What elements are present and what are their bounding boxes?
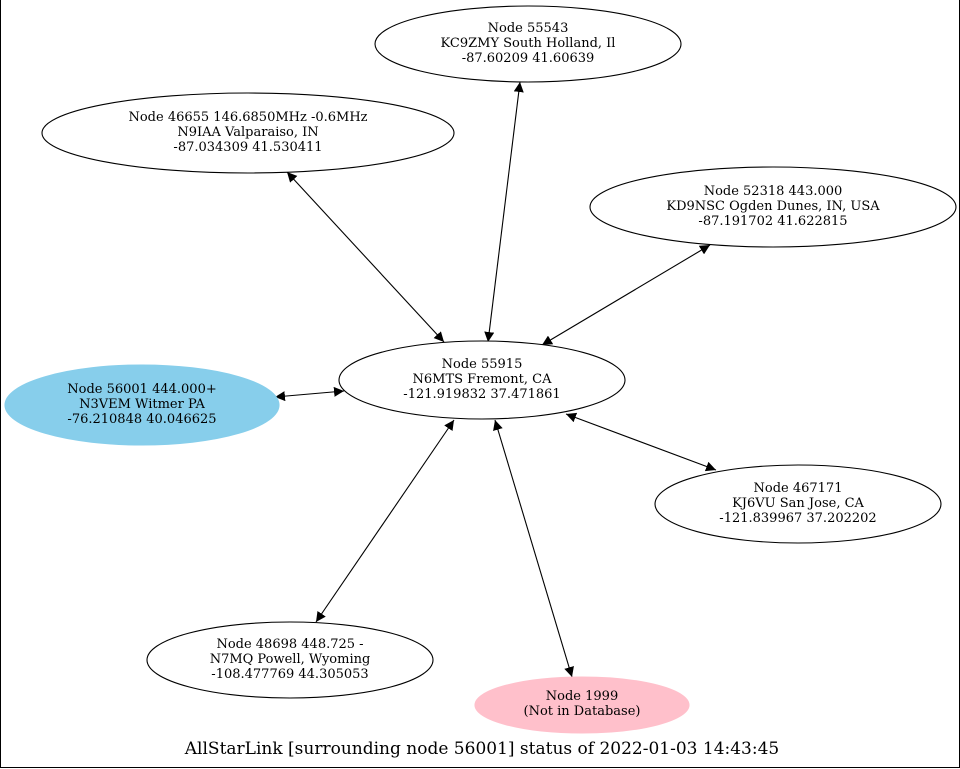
node-46655[interactable]: Node 46655 146.6850MHz -0.6MHz N9IAA Val… [41, 92, 455, 174]
node-1999-line-1: Node 1999 [546, 689, 618, 704]
node-48698-line-2: N7MQ Powell, Wyoming [210, 652, 371, 667]
node-55543-line-1: Node 55543 [488, 21, 569, 36]
node-467171[interactable]: Node 467171 KJ6VU San Jose, CA -121.8399… [654, 464, 942, 544]
edge-55915-467171 [565, 412, 717, 472]
node-55543-line-2: KC9ZMY South Holland, Il [441, 36, 616, 51]
node-52318-line-2: KD9NSC Ogden Dunes, IN, USA [666, 199, 880, 214]
edge-55915-48698 [315, 419, 455, 623]
edge-55915-55543 [484, 81, 524, 343]
edge-55915-46655 [286, 171, 445, 343]
node-48698-line-1: Node 48698 448.725 - [216, 637, 363, 652]
node-56001-line-3: -76.210848 40.046625 [67, 412, 216, 427]
node-52318[interactable]: Node 52318 443.000 KD9NSC Ogden Dunes, I… [589, 166, 957, 248]
node-52318-line-3: -87.191702 41.622815 [698, 214, 847, 229]
node-48698[interactable]: Node 48698 448.725 - N7MQ Powell, Wyomin… [146, 621, 434, 699]
edge-55915-1999 [493, 419, 574, 678]
node-467171-line-1: Node 467171 [754, 481, 843, 496]
node-467171-line-3: -121.839967 37.202202 [719, 511, 876, 526]
node-48698-line-3: -108.477769 44.305053 [211, 667, 368, 682]
node-55915[interactable]: Node 55915 N6MTS Fremont, CA -121.919832… [338, 340, 626, 420]
node-56001-line-1: Node 56001 444.000+ [67, 382, 217, 397]
edges [274, 81, 717, 678]
node-1999-line-2: (Not in Database) [524, 704, 641, 719]
node-56001[interactable]: Node 56001 444.000+ N3VEM Witmer PA -76.… [4, 364, 280, 446]
node-52318-line-1: Node 52318 443.000 [704, 184, 843, 199]
node-467171-line-2: KJ6VU San Jose, CA [732, 496, 864, 511]
node-46655-line-2: N9IAA Valparaiso, IN [177, 125, 318, 140]
node-55915-line-2: N6MTS Fremont, CA [413, 372, 553, 387]
node-56001-line-2: N3VEM Witmer PA [79, 397, 205, 412]
node-55915-line-1: Node 55915 [442, 357, 523, 372]
node-46655-line-1: Node 46655 146.6850MHz -0.6MHz [128, 110, 367, 125]
status-caption: AllStarLink [surrounding node 56001] sta… [184, 739, 779, 759]
node-55915-line-3: -121.919832 37.471861 [403, 387, 560, 402]
edge-55915-56001 [274, 386, 345, 402]
node-46655-line-3: -87.034309 41.530411 [173, 140, 322, 155]
node-55543[interactable]: Node 55543 KC9ZMY South Holland, Il -87.… [374, 5, 682, 83]
edge-55915-52318 [541, 244, 711, 346]
node-55543-line-3: -87.60209 41.60639 [462, 51, 595, 66]
node-1999[interactable]: Node 1999 (Not in Database) [474, 676, 690, 734]
